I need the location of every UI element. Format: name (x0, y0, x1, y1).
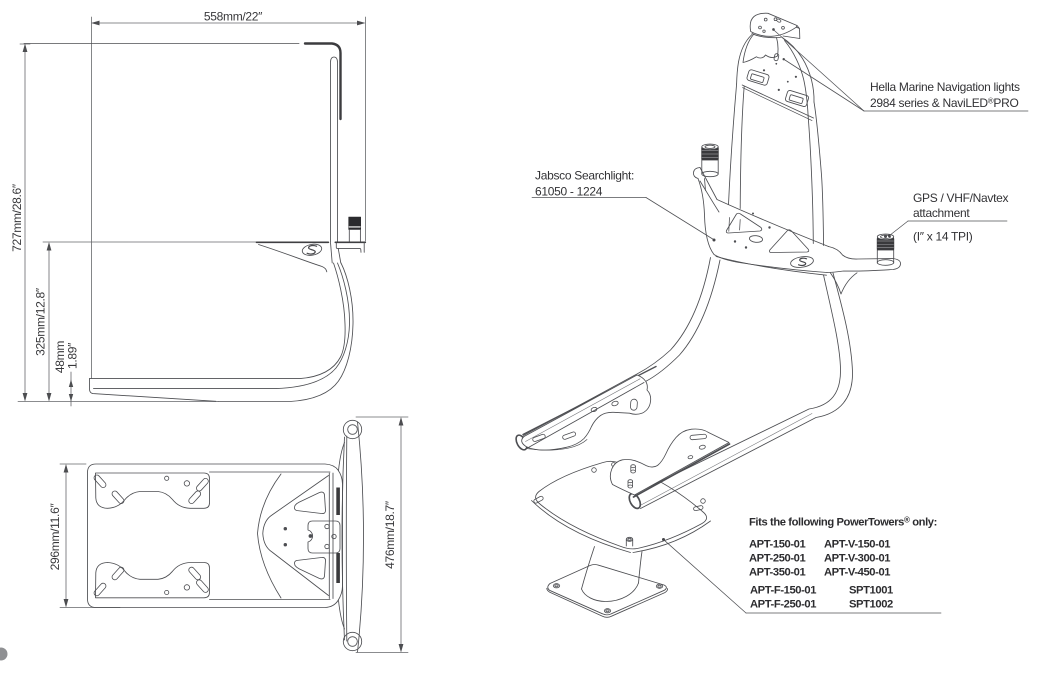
svg-text:APT-250-01: APT-250-01 (749, 553, 805, 565)
svg-text:296mm/11.6″: 296mm/11.6″ (48, 503, 62, 571)
svg-text:(I″ x 14 TPI): (I″ x 14 TPI) (913, 230, 973, 244)
svg-text:SPT1001: SPT1001 (849, 585, 893, 597)
svg-text:GPS / VHF/Navtex: GPS / VHF/Navtex (913, 191, 1009, 205)
svg-text:727mm/28.6″: 727mm/28.6″ (10, 183, 24, 252)
svg-text:Fits the following PowerTowers: Fits the following PowerTowers® only: (749, 516, 937, 529)
svg-text:SPT1002: SPT1002 (849, 599, 893, 611)
svg-text:attachment: attachment (913, 206, 970, 220)
svg-text:Hella Marine Navigation lights: Hella Marine Navigation lights (870, 80, 1020, 94)
svg-text:APT-150-01: APT-150-01 (749, 539, 805, 551)
svg-text:1.89″: 1.89″ (66, 342, 80, 369)
svg-text:325mm/12.8″: 325mm/12.8″ (34, 287, 48, 356)
svg-text:APT-F-250-01: APT-F-250-01 (750, 599, 816, 611)
svg-text:APT-V-150-01: APT-V-150-01 (824, 539, 890, 551)
svg-text:2984 series & NaviLED®PRO: 2984 series & NaviLED®PRO (870, 96, 1018, 110)
svg-text:APT-V-450-01: APT-V-450-01 (824, 567, 890, 579)
svg-text:Jabsco Searchlight:: Jabsco Searchlight: (535, 169, 634, 183)
svg-text:APT-F-150-01: APT-F-150-01 (750, 585, 816, 597)
svg-text:APT-350-01: APT-350-01 (749, 567, 805, 579)
svg-text:48mm: 48mm (53, 341, 67, 373)
svg-text:558mm/22″: 558mm/22″ (204, 10, 263, 24)
svg-text:61050 - 1224: 61050 - 1224 (535, 185, 603, 199)
svg-text:APT-V-300-01: APT-V-300-01 (824, 553, 890, 565)
svg-text:476mm/18.7″: 476mm/18.7″ (383, 500, 397, 569)
